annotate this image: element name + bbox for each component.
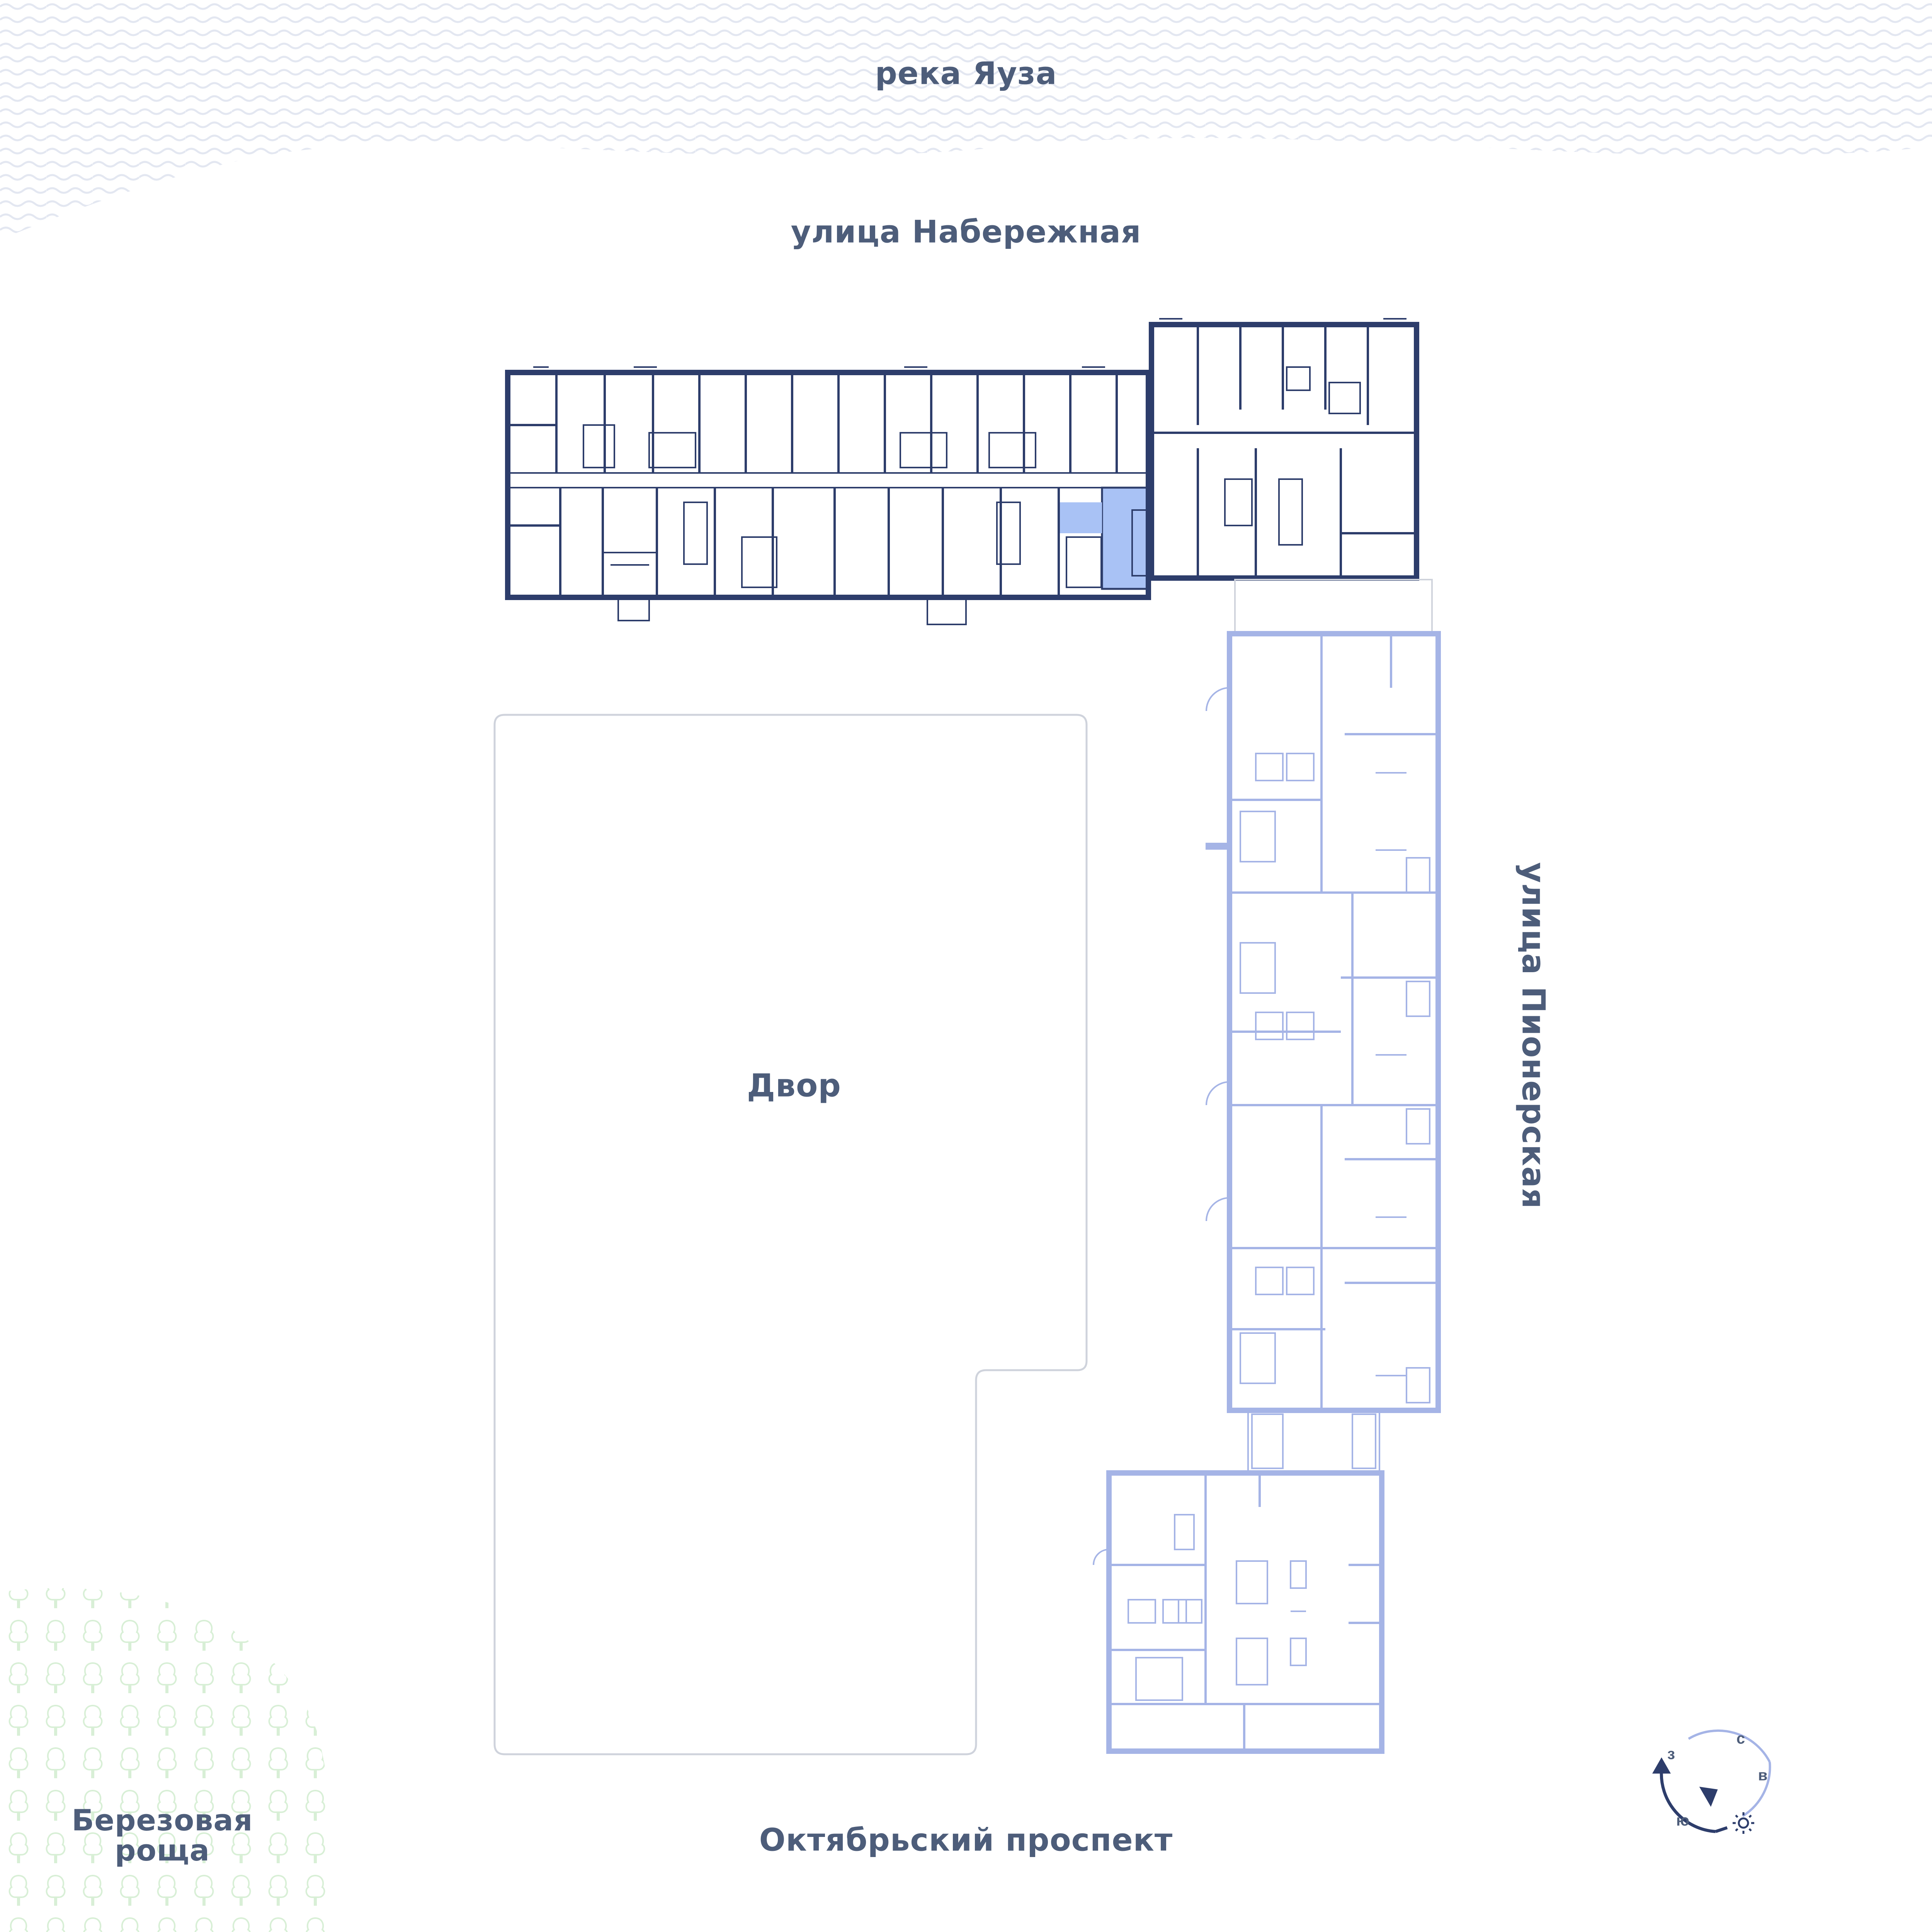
grove-label: Березовая роща	[71, 1803, 253, 1867]
north-building	[505, 318, 1433, 634]
compass-north-label: с	[1736, 1730, 1745, 1747]
compass-west-label: з	[1667, 1745, 1675, 1763]
compass-east-label: в	[1758, 1767, 1768, 1784]
grove-trees	[0, 1588, 332, 1932]
courtyard-outline	[493, 714, 1088, 1755]
south-building	[1093, 1470, 1384, 1754]
highlighted-apartment[interactable]	[1101, 486, 1150, 590]
street-north-label: улица Набережная	[791, 214, 1141, 250]
sun-icon	[1733, 1812, 1754, 1834]
river-water	[0, 0, 1932, 240]
street-south-label: Октябрьский проспект	[759, 1822, 1173, 1858]
street-east-label: улица Пионерская	[1515, 862, 1552, 1209]
courtyard-label: Двор	[747, 1067, 841, 1104]
east-building	[1206, 631, 1441, 1472]
river-label: река Яуза	[875, 55, 1057, 92]
compass-icon	[1652, 1729, 1771, 1834]
compass-south-label: ю	[1676, 1812, 1690, 1829]
compass-pointer-icon	[1699, 1787, 1718, 1807]
